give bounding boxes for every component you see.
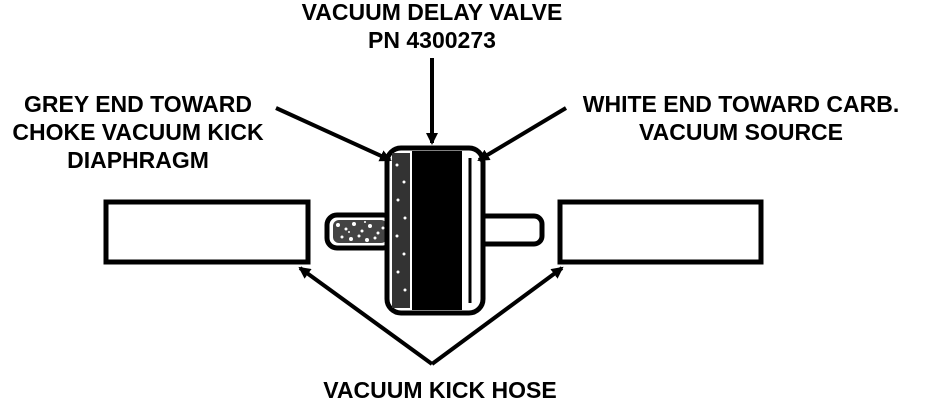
right-hose <box>557 199 764 265</box>
grey-end-label-line1: GREY END TOWARD <box>24 91 252 117</box>
valve-body <box>384 145 486 316</box>
hose-arrow-right <box>430 266 564 366</box>
white-end-arrow <box>477 106 568 162</box>
grey-end-arrow <box>275 106 392 162</box>
hose-label: VACUUM KICK HOSE <box>323 377 556 403</box>
valve-part-number: PN 4300273 <box>368 27 496 53</box>
left-hose <box>103 199 311 265</box>
grey-end-label-line3: DIAPHRAGM <box>67 147 209 173</box>
hose-arrow-left <box>298 266 434 366</box>
valve-title: VACUUM DELAY VALVE <box>302 0 563 25</box>
grey-end-nipple <box>324 212 396 251</box>
white-end-label-line2: VACUUM SOURCE <box>639 119 843 145</box>
grey-end-label-line2: CHOKE VACUUM KICK <box>12 119 264 145</box>
white-end-label-line1: WHITE END TOWARD CARB. <box>583 91 899 117</box>
